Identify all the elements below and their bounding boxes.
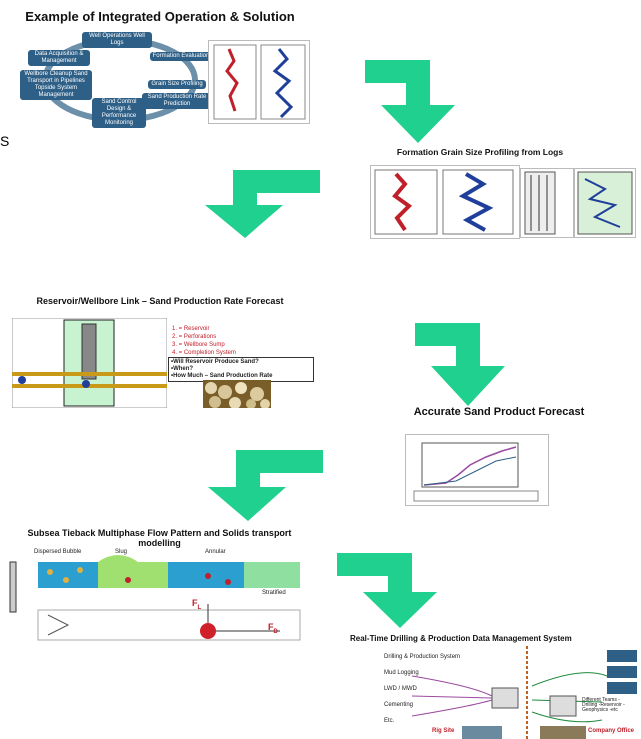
label-drilling-system: Drilling & Production System	[384, 654, 461, 660]
cycle-step-7: Data Acquisition & Management	[28, 50, 90, 66]
multiphase-flow-diagram	[9, 555, 301, 641]
sand-forecast-chart-thumbnail	[405, 434, 549, 506]
flow-arrow-1	[365, 60, 455, 143]
cycle-step-5: Sand Control Design & Performance Monito…	[92, 98, 146, 128]
regime-label-stratified: Stratified	[262, 590, 286, 596]
cycle-step-4: Sand Production Rate Prediction	[142, 93, 212, 109]
data-management-diagram	[352, 646, 640, 739]
legend-item: 4. = Completion System	[172, 350, 236, 356]
label-cementing: Cementing	[384, 702, 414, 708]
grain-size-log-thumbnail	[370, 165, 520, 239]
legend-item: 1. = Reservoir	[172, 326, 210, 332]
edge-glyph: S	[0, 133, 10, 149]
question: •Will Reservoir Produce Sand?	[171, 359, 259, 365]
force-lift-label: FL	[192, 598, 202, 611]
label-company-office: Company Office	[588, 728, 635, 734]
force-drag-label: FD	[268, 622, 278, 635]
question: •When?	[171, 366, 194, 372]
grain-profile-table-thumbnail	[520, 168, 574, 238]
flow-arrow-4	[208, 450, 323, 521]
label-lwd-mwd: LWD / MWD	[384, 686, 417, 692]
label-rig-site: Rig Site	[432, 728, 455, 734]
cycle-step-6: Wellbore Cleanup Sand Transport in Pipel…	[20, 70, 92, 100]
sand-questions-box: •Will Reservoir Produce Sand? •When? •Ho…	[168, 357, 314, 382]
question: •How Much – Sand Production Rate	[171, 373, 273, 379]
regime-label-slug: Slug	[115, 549, 128, 555]
panel-6-title: Real-Time Drilling & Production Data Man…	[350, 634, 572, 643]
cycle-step-2: Formation Evaluation	[150, 52, 212, 61]
wellbore-diagram	[12, 318, 167, 408]
cycle-step-1: Well Operations Well Logs	[82, 32, 152, 48]
panel-3-title: Reservoir/Wellbore Link – Sand Productio…	[36, 296, 284, 306]
reservoir-legend: 1. = Reservoir 2. = Perforations 3. = We…	[172, 325, 236, 357]
legend-item: 2. = Perforations	[172, 334, 217, 340]
sand-grains-image	[203, 380, 271, 408]
panel-4-title: Accurate Sand Product Forecast	[413, 406, 585, 418]
cycle-step-3: Grain Size Profiling	[148, 80, 206, 89]
regime-label-annular: Annular	[205, 549, 226, 555]
panel-1-title: Example of Integrated Operation & Soluti…	[25, 9, 295, 24]
grain-size-plot-thumbnail	[574, 168, 636, 238]
flow-arrow-2	[205, 170, 320, 238]
label-mud-logging: Mud Logging	[384, 670, 419, 676]
well-log-thumbnail	[208, 40, 310, 124]
regime-label-bubble: Dispersed Bubble	[34, 549, 82, 555]
panel-2-title: Formation Grain Size Profiling from Logs	[396, 147, 564, 157]
label-different-teams: Different Teams -Drilling -Reservoir -Ge…	[582, 697, 625, 713]
panel-5-title: Subsea Tieback Multiphase Flow Pattern a…	[27, 528, 292, 548]
label-etc: Etc.	[384, 718, 395, 724]
legend-item: 3. = Wellbore Sump	[172, 342, 225, 348]
flow-arrow-3	[415, 323, 505, 406]
flow-arrow-5	[337, 553, 437, 628]
